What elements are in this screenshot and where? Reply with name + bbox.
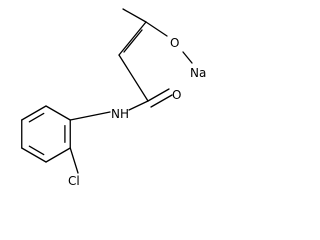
bond-o-na xyxy=(182,51,193,64)
atom-oxygen-carbonyl: O xyxy=(172,88,181,102)
bond-c-cl xyxy=(69,147,79,174)
bond-alkene-a xyxy=(118,21,147,56)
bond-carbonyl-a xyxy=(147,88,170,102)
bond-c-o xyxy=(145,21,168,37)
ring-inner-bond-0 xyxy=(28,112,45,123)
bond-alkene-b xyxy=(123,29,143,53)
atom-oxygen-ether: O xyxy=(170,36,179,50)
bond-carbonyl-b xyxy=(150,94,173,108)
ring-bond-3 xyxy=(21,147,47,163)
bond-n-ring xyxy=(69,111,111,121)
ring-inner-bond-2 xyxy=(28,145,45,156)
bond-alkene-carbonyl xyxy=(118,54,149,102)
atom-amide-nitrogen: NH xyxy=(111,107,129,121)
bond-c-n xyxy=(128,100,149,111)
ring-bond-2 xyxy=(45,147,71,163)
ring-bond-0 xyxy=(45,105,71,121)
bond-methyl xyxy=(122,8,147,23)
structure-diagram: O Na O NH Cl xyxy=(21,8,206,188)
atom-chlorine: Cl xyxy=(68,174,80,188)
ring-bond-5 xyxy=(21,105,47,121)
atom-sodium: Na xyxy=(190,66,206,80)
